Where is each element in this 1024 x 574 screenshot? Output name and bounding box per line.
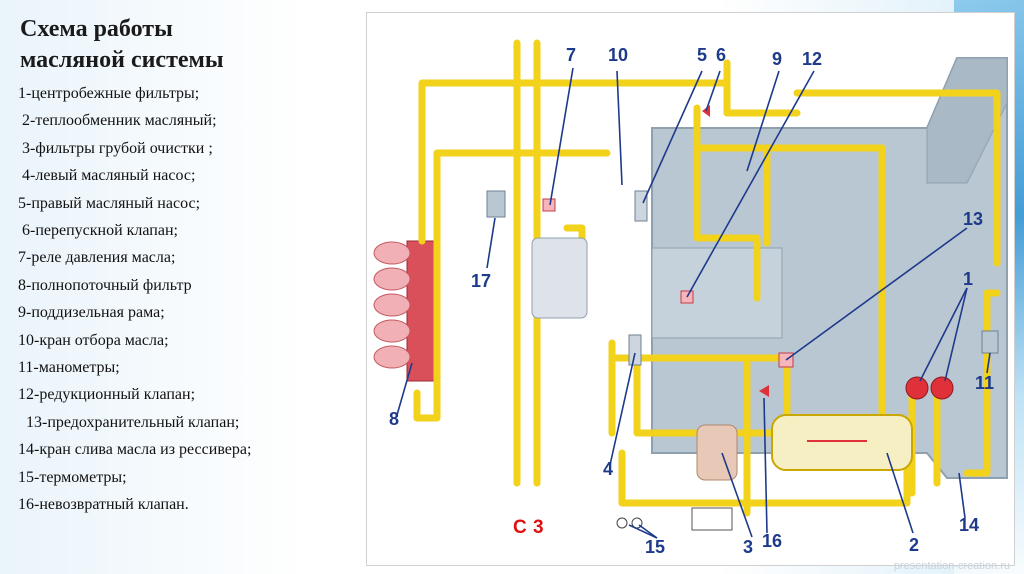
callout-14: 14 xyxy=(959,515,979,535)
label-c: C xyxy=(513,517,527,538)
callout-3: 3 xyxy=(743,537,753,557)
legend-item: 10-кран отбора масла; xyxy=(18,331,169,349)
callout-9: 9 xyxy=(772,49,782,69)
legend-item: 2-теплообменник масляный; xyxy=(18,112,217,130)
filter-cartridges xyxy=(373,241,411,369)
legend-item: 1-центробежные фильтры; xyxy=(18,85,200,102)
coarse-filter xyxy=(696,424,738,481)
callout-4: 4 xyxy=(603,459,613,479)
engine-front-block xyxy=(651,247,783,339)
pump-17 xyxy=(486,190,506,218)
title-line-1: Схема работы xyxy=(20,16,173,42)
legend-item: 11-манометры; xyxy=(18,359,120,377)
legend-panel: Схема работы масляной системы 1-центробе… xyxy=(8,8,358,519)
callout-12: 12 xyxy=(802,49,822,69)
callout-leaders xyxy=(396,67,991,539)
callout-17: 17 xyxy=(471,271,491,291)
check-valve-16 xyxy=(759,385,769,397)
legend-item: 8-полнопоточный фильтр xyxy=(18,276,192,294)
centrifugal-filter-left xyxy=(905,376,929,400)
watermark: presentation-creation.ru xyxy=(893,560,1010,572)
callout-8: 8 xyxy=(389,409,399,429)
right-pump-5 xyxy=(634,190,648,222)
callout-11: 11 xyxy=(975,373,994,393)
slide-title: Схема работы масляной системы xyxy=(20,14,358,76)
callout-5: 5 xyxy=(697,45,707,65)
component-legend: 1-центробежные фильтры; 2-теплообменник … xyxy=(8,80,358,519)
oil-receiver xyxy=(771,414,913,471)
legend-item: 16-невозвратный клапан. xyxy=(18,496,189,514)
label-3: 3 xyxy=(533,517,544,538)
title-line-2: масляной системы xyxy=(20,47,224,73)
manometer-panel xyxy=(691,507,733,531)
callout-10: 10 xyxy=(608,45,628,65)
legend-item: 5-правый масляный насос; xyxy=(18,194,201,212)
legend-item: 7-реле давления масла; xyxy=(18,249,176,267)
left-pump-4 xyxy=(628,334,642,366)
diagram-svg: 7 10 5 6 9 12 13 1 11 17 8 4 15 3 16 2 1… xyxy=(373,39,1008,557)
manometer-11 xyxy=(981,330,999,354)
pressure-relay-7 xyxy=(542,198,556,212)
callout-13: 13 xyxy=(963,209,983,229)
pump-drive xyxy=(531,237,588,319)
legend-item: 13-предохранительный клапан; xyxy=(18,413,240,431)
callout-16: 16 xyxy=(762,531,782,551)
legend-item: 14-кран слива масла из рессивера; xyxy=(18,441,252,459)
legend-item: 4-левый масляный насос; xyxy=(18,167,196,185)
legend-item: 3-фильтры грубой очистки ; xyxy=(18,139,213,157)
callout-1: 1 xyxy=(963,269,973,289)
engine-top-right xyxy=(926,57,1008,184)
legend-item: 12-редукционный клапан; xyxy=(18,386,196,404)
legend-item: 15-термометры; xyxy=(18,468,127,486)
legend-item: 6-перепускной клапан; xyxy=(18,222,178,240)
callout-15: 15 xyxy=(645,537,665,557)
callout-6: 6 xyxy=(716,45,726,65)
oil-system-diagram: 7 10 5 6 9 12 13 1 11 17 8 4 15 3 16 2 1… xyxy=(366,12,1015,566)
legend-item: 9-поддизельная рама; xyxy=(18,304,165,322)
centrifugal-filter-right xyxy=(930,376,954,400)
full-flow-filter-body xyxy=(406,240,436,382)
callout-7: 7 xyxy=(566,45,576,65)
thermometer-a xyxy=(616,517,628,529)
callout-2: 2 xyxy=(909,535,919,555)
